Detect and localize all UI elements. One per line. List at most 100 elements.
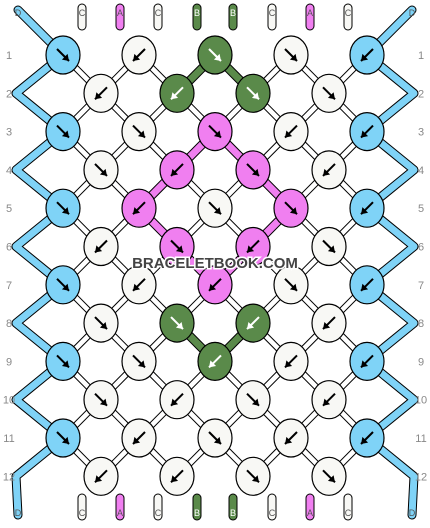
knot <box>311 303 347 343</box>
knot <box>45 188 81 228</box>
row-label-left: 3 <box>6 127 12 139</box>
knot-arrow-icon <box>285 130 293 138</box>
row-label-left: 7 <box>6 280 12 292</box>
knot <box>349 418 385 458</box>
watermark-text: BRACELETBOOK.COM <box>132 255 298 272</box>
top-strand-label: C <box>155 8 162 18</box>
row-label-left: 12 <box>3 471 15 483</box>
knot <box>197 418 233 458</box>
knot <box>349 341 385 381</box>
knot-arrow-icon <box>361 207 369 215</box>
row-label-left: 5 <box>6 203 12 215</box>
bottom-strand-label: A <box>117 508 123 518</box>
row-label-right: 3 <box>418 127 424 139</box>
bottom-strand-label: D <box>409 508 416 518</box>
knot <box>273 418 309 458</box>
knot-arrow-icon <box>61 130 69 138</box>
bottom-strand-label: C <box>79 508 86 518</box>
knot-arrow-icon <box>213 436 221 444</box>
knot-arrow-icon <box>209 283 217 291</box>
bottom-strand-label: C <box>345 508 352 518</box>
knot-arrow-icon <box>133 283 141 291</box>
knot <box>45 341 81 381</box>
knot <box>45 35 81 75</box>
top-strand-label: D <box>15 8 22 18</box>
knot-arrow-icon <box>361 360 369 368</box>
knot-arrow-icon <box>361 283 369 291</box>
knot-layer <box>45 35 385 496</box>
top-strand-label: D <box>409 8 416 18</box>
top-strand-label: B <box>230 8 236 18</box>
row-label-left: 8 <box>6 318 12 330</box>
knot-arrow-icon <box>61 360 69 368</box>
knot <box>121 341 157 381</box>
top-strand-label: C <box>79 8 86 18</box>
knot <box>273 188 309 228</box>
knot-arrow-icon <box>361 436 369 444</box>
row-label-right: 5 <box>418 203 424 215</box>
knot <box>349 265 385 305</box>
knot-arrow-icon <box>251 168 259 176</box>
knot-arrow-icon <box>61 207 69 215</box>
knot-arrow-icon <box>95 92 103 100</box>
row-label-right: 8 <box>418 318 424 330</box>
knot-arrow-icon <box>361 130 369 138</box>
knot-arrow-icon <box>133 436 141 444</box>
knot-arrow-icon <box>171 398 179 406</box>
top-strand-label: C <box>269 8 276 18</box>
knot <box>121 188 157 228</box>
knot <box>121 418 157 458</box>
knot <box>235 73 271 113</box>
row-label-right: 9 <box>418 356 424 368</box>
bottom-strand-label: D <box>15 508 22 518</box>
bottom-strand-label: C <box>155 508 162 518</box>
knot <box>311 380 347 420</box>
knot <box>273 112 309 152</box>
knot <box>83 73 119 113</box>
top-strand-label: C <box>345 8 352 18</box>
top-strand-label: B <box>194 8 200 18</box>
knot <box>235 226 271 267</box>
knot-arrow-icon <box>213 130 221 138</box>
top-strand-label: A <box>307 8 313 18</box>
knot-arrow-icon <box>327 245 335 253</box>
knot-arrow-icon <box>99 322 107 330</box>
knot-arrow-icon <box>171 475 179 483</box>
knot-arrow-icon <box>213 207 221 215</box>
knot-arrow-icon <box>99 398 107 406</box>
knot <box>349 112 385 152</box>
bottom-strand-label: B <box>194 508 200 518</box>
knot-arrow-icon <box>285 360 293 368</box>
knot-arrow-icon <box>327 92 335 100</box>
knot-arrow-icon <box>95 475 103 483</box>
knot <box>83 303 119 343</box>
knot <box>197 188 233 228</box>
knot <box>197 341 233 381</box>
knot <box>311 150 347 190</box>
knot <box>159 380 195 420</box>
knot-arrow-icon <box>285 436 293 444</box>
knot <box>349 188 385 228</box>
row-label-right: 12 <box>415 471 427 483</box>
knot-arrow-icon <box>95 245 103 253</box>
knot-arrow-icon <box>171 168 179 176</box>
knot <box>83 226 119 267</box>
knot <box>121 265 157 305</box>
knot-arrow-icon <box>133 207 141 215</box>
row-label-right: 10 <box>415 395 427 407</box>
knot-arrow-icon <box>137 360 145 368</box>
row-label-left: 11 <box>3 433 14 445</box>
knot-arrow-icon <box>133 53 141 61</box>
knot <box>83 150 119 190</box>
knot-arrow-icon <box>323 168 331 176</box>
knot-arrow-icon <box>61 436 69 444</box>
knot-arrow-icon <box>251 475 259 483</box>
knot <box>197 265 233 305</box>
knot-arrow-icon <box>251 398 259 406</box>
knot <box>45 418 81 458</box>
top-strand-label: A <box>117 8 123 18</box>
knot-arrow-icon <box>209 360 217 368</box>
knot <box>235 456 271 496</box>
